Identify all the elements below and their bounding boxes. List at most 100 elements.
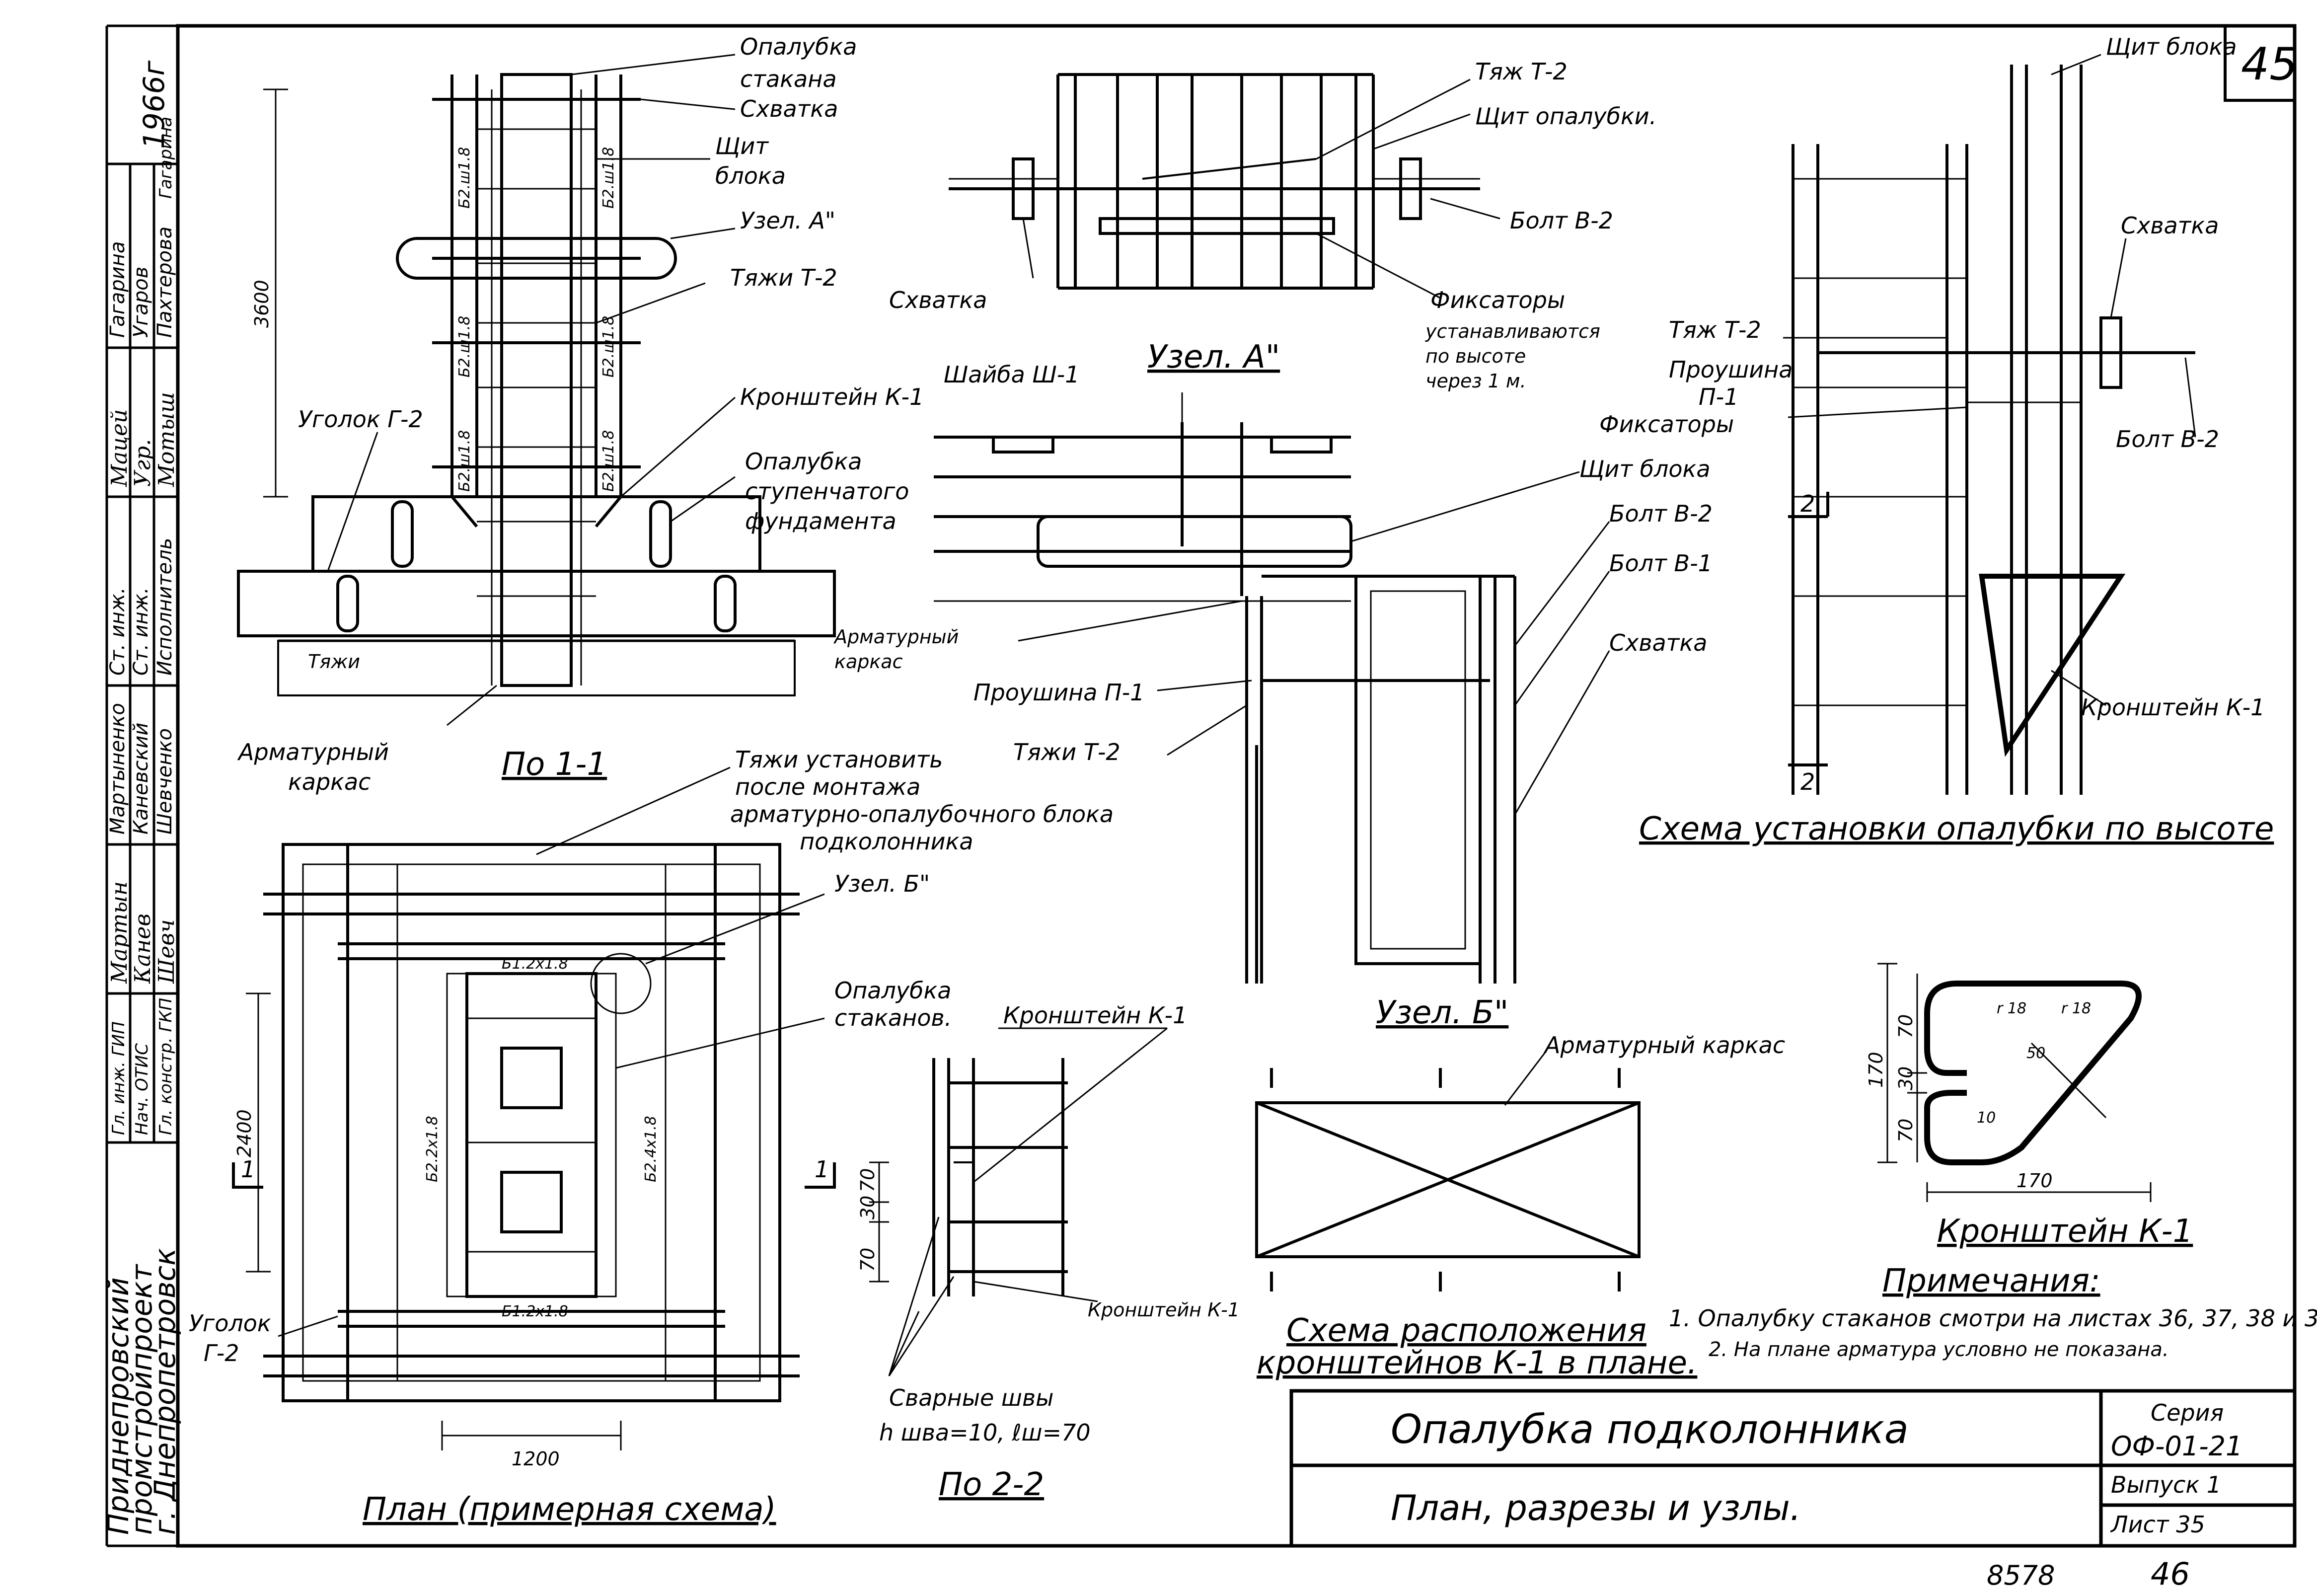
signature-6: Шевч xyxy=(154,919,179,984)
title-main: Опалубка подколонника xyxy=(1391,1406,1909,1452)
sec22-dim-2: 30 xyxy=(857,1196,879,1219)
node-b-label-bolt1: Болт В-1 xyxy=(1609,550,1713,577)
label-panel-2: блока xyxy=(715,162,786,189)
org-line-1: Приднепровский xyxy=(101,1277,135,1535)
node-a-label-panel: Щит опалубки. xyxy=(1475,103,1656,130)
title-issue: Выпуск 1 xyxy=(2111,1471,2221,1498)
sec22-dim-1: 70 xyxy=(857,1168,879,1192)
title-series-label: Серия xyxy=(2151,1399,2224,1426)
stamp-role-2-2: Ст. инж. xyxy=(130,587,152,676)
weld-mark-4: Б2.ш1.8 xyxy=(600,316,617,378)
stamp-role-2: Нач. ОТИС xyxy=(132,1043,152,1135)
signature-4: Мартын xyxy=(107,881,132,984)
stamp-role-2-3: Исполнитель xyxy=(153,538,176,676)
height-label-bolt: Болт В-2 xyxy=(2116,426,2219,453)
label-panel-1: Щит xyxy=(715,133,769,159)
caption-bracket-k1: Кронштейн К-1 xyxy=(1937,1213,2193,1250)
plan-ties-note-1: Тяжи установить xyxy=(735,746,943,773)
label-bracket: Кронштейн К-1 xyxy=(740,383,924,410)
k1-dim-v3: 70 xyxy=(1895,1119,1917,1142)
signature-2: Угр. xyxy=(130,439,155,487)
node-b-label-ties: Тяжи Т-2 xyxy=(1013,739,1121,765)
node-b-label-bolt2: Болт В-2 xyxy=(1609,500,1713,527)
node-a: Тяж Т-2 Щит опалубки. Болт В-2 Схватка Ф… xyxy=(889,58,1656,392)
plan-weld-mark-top: Б1.2х1.8 xyxy=(502,955,568,973)
weld-mark-1: Б2.ш1.8 xyxy=(456,147,473,209)
plan-section-mark-right: 1 xyxy=(815,1156,829,1183)
height-section-mark-top: 2 xyxy=(1800,490,1815,517)
sheet-number-corner: 45 xyxy=(2241,38,2298,90)
stamp-name-1: Мартыненко xyxy=(106,703,129,835)
footer-page: 46 xyxy=(2151,1556,2190,1592)
stamp-name-2-4: Гагарина xyxy=(156,117,176,199)
bracket-layout-rebar: Арматурный каркас xyxy=(1543,1032,1785,1059)
weld-mark-5: Б2.ш1.8 xyxy=(456,430,473,492)
sec22-bracket-bottom: Кронштейн К-1 xyxy=(1088,1299,1240,1321)
caption-bracket-layout-1: Схема расположения xyxy=(1286,1312,1646,1349)
signature-3: Мотыш xyxy=(154,392,179,487)
plan-weld-mark-right: Б2.4х1.8 xyxy=(642,1116,660,1182)
label-glass-form-1: Опалубка xyxy=(740,33,857,60)
stamp-role-1: Гл. инж. ГИП xyxy=(109,1021,129,1135)
label-ties: Тяжи xyxy=(308,651,360,673)
bracket-k1-detail: 170 70 30 70 170 r 18 r 18 50 10 Кронште… xyxy=(1865,963,2193,1250)
caption-bracket-layout-2: кронштейнов К-1 в плане. xyxy=(1257,1345,1697,1381)
weld-mark-6: Б2.ш1.8 xyxy=(600,430,617,492)
notes-item-1: 1. Опалубку стаканов смотри на листах 36… xyxy=(1669,1305,2317,1332)
year: 1966г xyxy=(137,60,171,149)
plan-weld-mark-left: Б2.2х1.8 xyxy=(424,1116,441,1182)
height-label-tie: Тяж Т-2 xyxy=(1669,316,1761,343)
label-glass-form-2: стакана xyxy=(740,66,837,92)
label-step-form-3: фундамента xyxy=(745,508,897,534)
signature-5: Канев xyxy=(130,913,155,984)
plan-dim-height: 2400 xyxy=(233,1109,255,1157)
k1-dim-bottom: 170 xyxy=(2017,1170,2053,1192)
stamp-role-3: Гл. констр. ГКП xyxy=(156,998,176,1135)
k1-radius-2: r 18 xyxy=(2061,1000,2091,1017)
height-label-eye-2: П-1 xyxy=(1699,383,1738,410)
height-label-bracket: Кронштейн К-1 xyxy=(2081,694,2265,721)
plan-ties-note-4: подколонника xyxy=(800,828,973,855)
node-b: Шайба Ш-1 Щит блока Болт В-2 Болт В-1 Сх… xyxy=(833,361,1713,1031)
node-a-label-bolt: Болт В-2 xyxy=(1510,207,1613,234)
caption-section-2-2: По 2-2 xyxy=(939,1466,1044,1503)
weld-mark-3: Б2.ш1.8 xyxy=(456,316,473,378)
node-a-label-clamp: Схватка xyxy=(889,287,987,313)
label-angle: Уголок Г-2 xyxy=(298,406,423,433)
plan-weld-mark-bottom: Б1.2х1.8 xyxy=(502,1303,568,1320)
plan-dim-width: 1200 xyxy=(512,1448,560,1470)
dim-height-3600: 3600 xyxy=(251,280,273,328)
signature-1: Мацей xyxy=(107,409,132,487)
node-a-label-fixators-2: устанавливаются xyxy=(1425,320,1600,342)
sec22-dim-3: 70 xyxy=(857,1248,879,1272)
label-step-form-1: Опалубка xyxy=(745,448,862,475)
node-b-label-rebar-1: Арматурный xyxy=(833,626,959,648)
label-clamp: Схватка xyxy=(740,95,838,122)
label-step-form-2: ступенчатого xyxy=(745,478,909,505)
notes: Примечания: 1. Опалубку стаканов смотри … xyxy=(1669,1263,2317,1361)
plan-glass-form-2: стаканов. xyxy=(834,1004,952,1031)
label-node-a-ref: Узел. А" xyxy=(740,207,835,234)
footer-code: 8578 xyxy=(1987,1560,2055,1591)
title-block: Опалубка подколонника План, разрезы и уз… xyxy=(1289,1389,2297,1548)
org-line-2: промстройпроект xyxy=(125,1263,158,1535)
title-sheet: Лист 35 xyxy=(2110,1511,2205,1538)
section-1-1: Опалубка стакана Схватка Щит блока Узел.… xyxy=(237,33,924,795)
k1-inner-1: 50 xyxy=(2026,1045,2045,1062)
caption-section-1-1: По 1-1 xyxy=(502,746,607,783)
stamp-name-2-3: Пахтерова xyxy=(153,227,176,338)
plan-ties-note-3: арматурно-опалубочного блока xyxy=(730,801,1114,828)
height-section-mark-bottom: 2 xyxy=(1800,768,1815,795)
plan-angle-1: Уголок xyxy=(189,1310,271,1337)
plan-ties-note-2: после монтажа xyxy=(735,773,920,800)
height-scheme: Щит блока Схватка Тяж Т-2 Проушина П-1 Ф… xyxy=(1599,33,2274,847)
org-line-3: г. Днепропетровск xyxy=(148,1248,182,1535)
height-label-fixators: Фиксаторы xyxy=(1599,411,1734,438)
node-a-label-fixators-1: Фиксаторы xyxy=(1430,287,1565,313)
title-series-value: ОФ-01-21 xyxy=(2111,1431,2242,1462)
caption-plan: План (примерная схема) xyxy=(363,1491,776,1528)
height-label-eye-1: Проушина xyxy=(1669,356,1793,383)
stamp-name-3: Шевченко xyxy=(153,728,176,835)
plan-node-b-ref: Узел. Б" xyxy=(834,870,930,897)
